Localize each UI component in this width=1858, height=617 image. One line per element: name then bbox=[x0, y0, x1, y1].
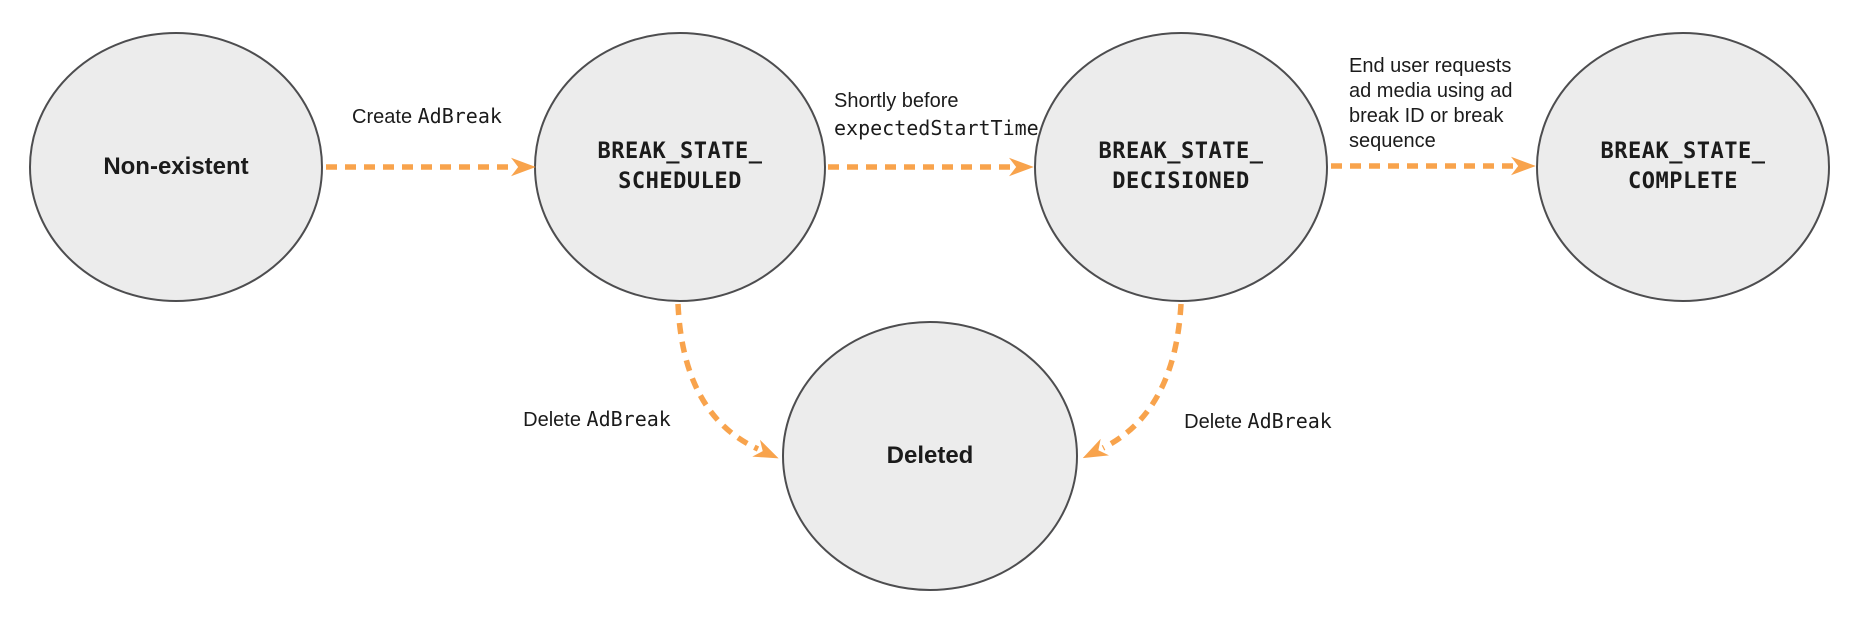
transition-label-code: expectedStartTime bbox=[834, 116, 1039, 140]
transition-label-text: Delete bbox=[1184, 411, 1242, 433]
transition-label-text: Create bbox=[352, 106, 413, 128]
state-label-line: BREAK_STATE_ bbox=[1600, 139, 1766, 164]
transition-label-code: AdBreak bbox=[417, 104, 502, 128]
state-node-deleted bbox=[782, 321, 1078, 591]
state-node-break-state-complete bbox=[1536, 32, 1830, 302]
transition-label-line: break ID or break bbox=[1349, 105, 1504, 127]
state-label-line: BREAK_STATE_ bbox=[1098, 139, 1264, 164]
transition-arrow-delete-adbreak-from-scheduled bbox=[675, 303, 779, 459]
state-label-break-state-complete: BREAK_STATE_ COMPLETE bbox=[1537, 137, 1829, 197]
transition-label-end-user-requests: End user requests ad media using ad brea… bbox=[1349, 54, 1512, 154]
transition-label-create-adbreak: Create AdBreak bbox=[326, 103, 528, 130]
state-node-break-state-decisioned bbox=[1034, 32, 1328, 302]
transition-label-line: End user requests bbox=[1349, 55, 1512, 77]
state-label-line: BREAK_STATE_ bbox=[597, 139, 763, 164]
transition-label-delete-adbreak-right: Delete AdBreak bbox=[1158, 408, 1358, 435]
state-label-break-state-scheduled: BREAK_STATE_ SCHEDULED bbox=[535, 137, 825, 197]
state-label-line: COMPLETE bbox=[1628, 169, 1738, 194]
transition-arrow-delete-adbreak-from-decisioned bbox=[1082, 303, 1184, 459]
state-node-non-existent bbox=[29, 32, 323, 302]
transition-label-text: Delete bbox=[523, 409, 581, 431]
state-label-line: DECISIONED bbox=[1112, 169, 1250, 194]
transition-label-text: Shortly before bbox=[834, 90, 959, 112]
state-label-line: SCHEDULED bbox=[618, 169, 742, 194]
state-label-break-state-decisioned: BREAK_STATE_ DECISIONED bbox=[1035, 137, 1327, 197]
transition-label-line: sequence bbox=[1349, 130, 1436, 152]
transition-label-code: AdBreak bbox=[586, 407, 671, 431]
transition-label-code: AdBreak bbox=[1247, 409, 1332, 433]
transition-label-shortly-before: Shortly before expectedStartTime bbox=[834, 88, 1039, 142]
state-label-deleted: Deleted bbox=[886, 442, 974, 469]
transition-label-delete-adbreak-left: Delete AdBreak bbox=[497, 406, 697, 433]
transition-label-line: ad media using ad bbox=[1349, 80, 1513, 102]
state-label-non-existent: Non-existent bbox=[103, 153, 249, 180]
